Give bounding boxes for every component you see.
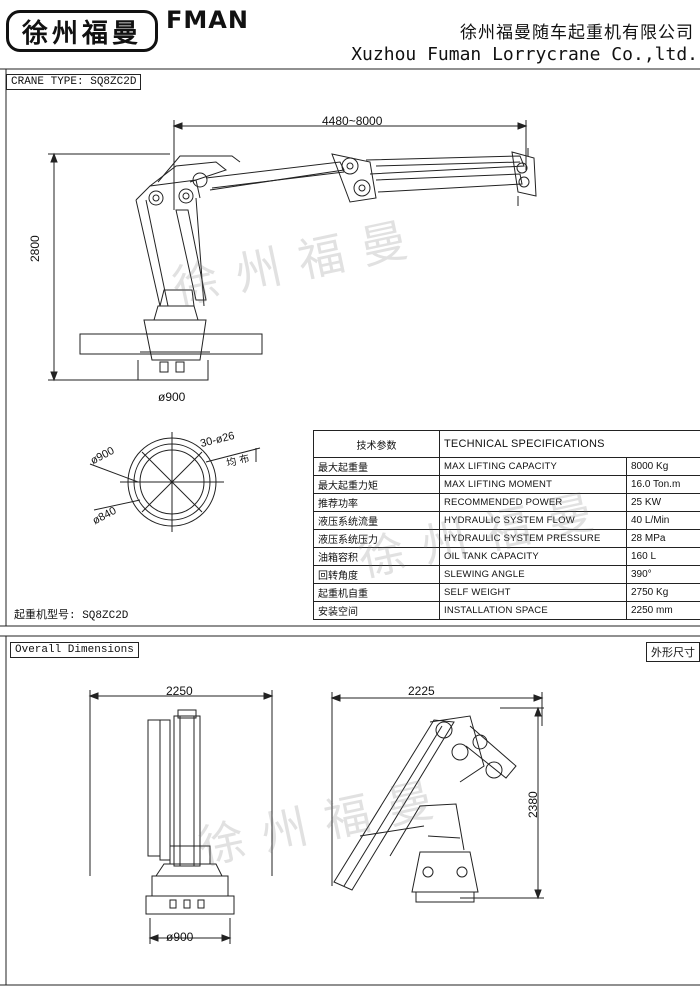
front-base-dimension: ø900 [166,930,194,944]
spec-label-cn: 推荐功率 [313,493,440,512]
reach-dimension: 4480~8000 [322,114,383,128]
spec-value: 25 KW [626,493,700,512]
crane-front-view [88,690,274,944]
spec-value: 2750 Kg [626,583,700,602]
front-width-dimension: 2250 [166,684,193,698]
crane-side-view [330,692,544,903]
spec-title-cn: 技术参数 [313,430,440,458]
spec-value: 390° [626,565,700,584]
company-name-cn: 徐州福曼随车起重机有限公司 [460,23,694,43]
company-logo: 徐州福曼 [6,10,158,52]
spec-value: 2250 mm [626,601,700,620]
spec-label-cn: 最大起重力矩 [313,475,440,494]
model-label: 起重机型号: SQ8ZC2D [14,610,129,622]
spec-value: 40 L/Min [626,511,700,530]
spec-value: 16.0 Ton.m [626,475,700,494]
spec-value: 8000 Kg [626,457,700,476]
crane-side-elevation [48,120,537,382]
base-diameter-dimension: ø900 [158,390,186,404]
spec-value: 28 MPa [626,529,700,548]
brand-name: FMAN [166,6,249,34]
bolt-circle-plan [89,432,261,532]
company-name-en: Xuzhou Fuman Lorrycrane Co.,ltd. [351,44,698,65]
side-height-dimension: 2380 [526,791,540,818]
spec-label-en: INSTALLATION SPACE [439,601,627,620]
spec-label-en: SELF WEIGHT [439,583,627,602]
spec-table-header: 技术参数 TECHNICAL SPECIFICATIONS [313,430,700,458]
overall-dimensions-label: Overall Dimensions [10,642,139,658]
height-dimension: 2800 [28,235,42,262]
spec-label-cn: 最大起重量 [313,457,440,476]
spec-value: 160 L [626,547,700,566]
overall-dimensions-label-cn: 外形尺寸 [646,642,700,662]
spec-label-cn: 安装空间 [313,601,440,620]
side-width-dimension: 2225 [408,684,435,698]
crane-type-label: CRANE TYPE: SQ8ZC2D [6,74,142,90]
logo-text: 徐州福曼 [21,18,142,49]
spec-title-en: TECHNICAL SPECIFICATIONS [439,430,700,458]
